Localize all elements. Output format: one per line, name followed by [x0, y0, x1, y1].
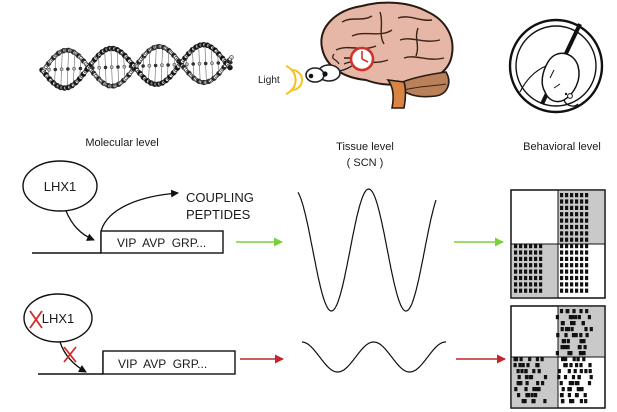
molecular-level-label: Molecular level [85, 137, 158, 149]
lhx1-label-top: LHX1 [44, 179, 77, 194]
binding-blocked-mark [63, 346, 77, 363]
light-label: Light [258, 75, 280, 86]
top-row-gene-model: LHX1 VIP AVP GRP... COUPLING PEPTIDES [22, 160, 254, 254]
lhx1-bubble-top [22, 160, 98, 212]
peptides-label: PEPTIDES [186, 207, 251, 222]
gene-list-bottom: VIP AVP GRP... [118, 357, 207, 371]
actogram-icon [510, 189, 606, 299]
tissue-level-label: Tissue level [336, 141, 394, 153]
bottom-row-gene-model: LHX1 VIP AVP GRP... [23, 293, 236, 375]
gene-box-bottom [102, 350, 236, 375]
mouse-wheel-icon [508, 18, 604, 114]
lhx1-binding-arrow-bottom [59, 341, 87, 373]
rhythm-wave-low-amplitude [301, 341, 446, 373]
coupling-label: COUPLING [186, 190, 254, 205]
transcription-arrow-top [100, 189, 179, 232]
gene-box-top [100, 230, 224, 254]
rhythm-wave-high-amplitude [297, 188, 437, 312]
behavioral-level-label: Behavioral level [523, 141, 601, 153]
lhx1-bubble-bottom [23, 293, 93, 343]
brain-icon [320, 1, 454, 109]
knockout-cross-mark [29, 310, 43, 329]
clock-icon [349, 46, 375, 72]
lhx1-label-bottom: LHX1 [42, 311, 75, 326]
actogram-icon [510, 305, 606, 409]
lhx1-binding-arrow-top [65, 210, 95, 241]
tissue-level-sublabel: ( SCN ) [347, 157, 384, 169]
light-rays-icon [285, 65, 303, 95]
dna-helix-icon [39, 41, 234, 91]
eye-icon [305, 53, 362, 83]
gene-list-top: VIP AVP GRP... [117, 236, 206, 250]
